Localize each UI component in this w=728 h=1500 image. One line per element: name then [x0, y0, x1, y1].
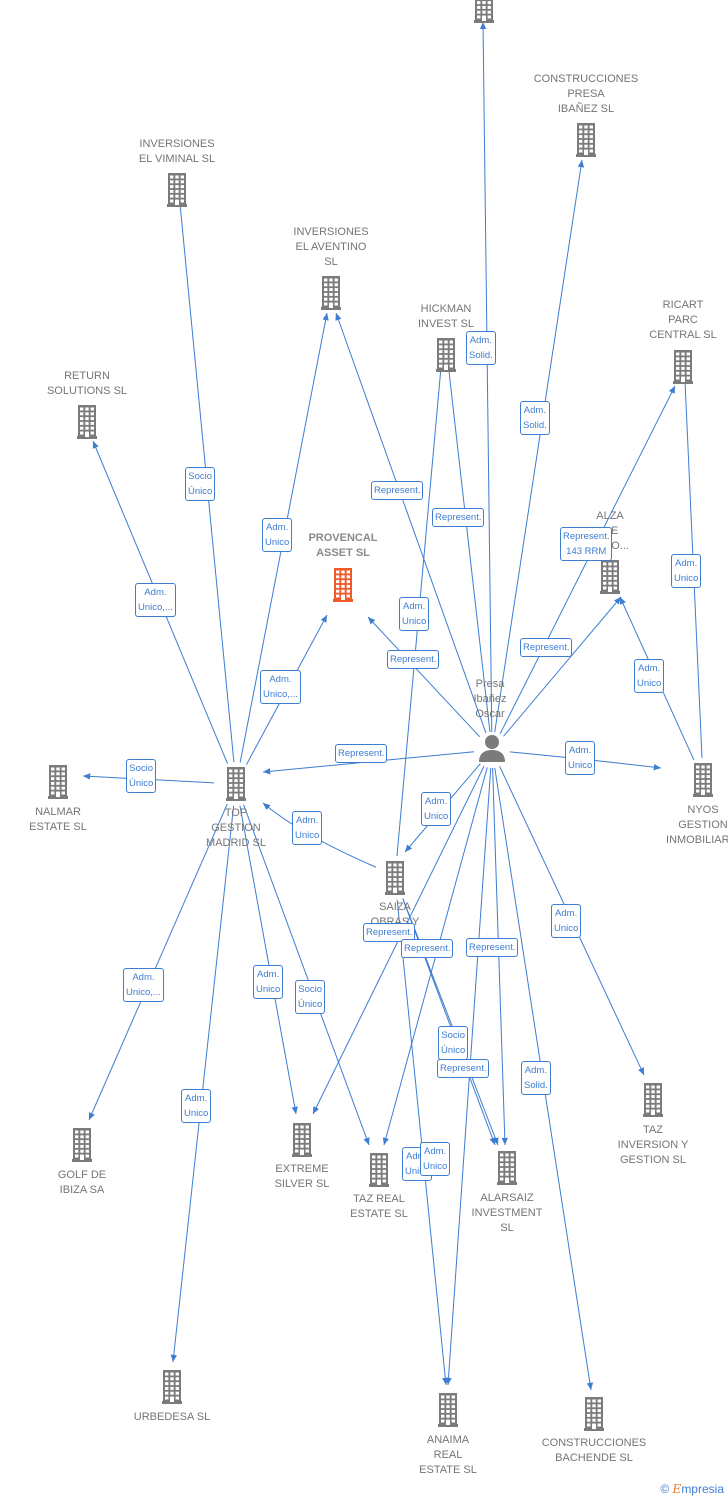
relation-edge-person-inversiones_aventino: [335, 312, 487, 734]
relation-edge-saiza-alarsaiz: [402, 898, 499, 1146]
relation-label: Adm. Unico: [671, 554, 702, 588]
building-icon: [584, 1397, 604, 1431]
building-icon: [385, 861, 405, 895]
relation-label: Represent.: [437, 1059, 490, 1078]
building-icon: [369, 1153, 389, 1187]
relation-label: Adm. Unico: [253, 965, 284, 999]
relation-label: Adm. Solid.: [466, 331, 496, 365]
person-icon: [479, 735, 505, 762]
relation-label: Adm. Unico: [420, 1142, 451, 1176]
company-name: URBEDESA SL: [133, 1411, 211, 1423]
relation-label: Adm. Unico: [634, 659, 665, 693]
relation-label: Represent.: [387, 650, 440, 669]
person-name: Presa Ibañez Oscar: [473, 678, 507, 720]
relation-edge-top_gestion-urbedesa: [170, 805, 235, 1363]
relation-label: Adm. Solid.: [521, 1061, 551, 1095]
relation-edge-person-hickman: [443, 344, 491, 733]
building-icon: [673, 350, 693, 384]
company-name: ANAIMA REAL ESTATE SL: [419, 1434, 477, 1476]
relation-edge-person-alza: [503, 596, 622, 737]
relation-label: Represent.: [371, 481, 424, 500]
relation-label: Adm. Unico: [551, 904, 582, 938]
building-icon: [436, 338, 456, 372]
building-icon: [226, 767, 246, 801]
relation-edge-top_gestion-extreme_silver: [239, 805, 298, 1115]
relation-edge-top_gestion-taz_real: [243, 804, 370, 1146]
relation-label: Represent.: [520, 638, 573, 657]
relation-label: Represent.: [466, 938, 519, 957]
company-name: NYOS GESTION INMOBILIARIA: [666, 804, 728, 846]
building-icon: [474, 0, 494, 23]
company-name: NALMAR ESTATE SL: [29, 806, 87, 833]
relation-label: Adm. Unico: [181, 1089, 212, 1123]
brand-name: mpresia: [681, 1482, 724, 1496]
company-name: HICKMAN INVEST SL: [417, 303, 475, 330]
relation-label: Represent.: [363, 923, 416, 942]
relation-edge-person-construcciones_presa: [494, 159, 585, 733]
company-name: INVERSIONES EL VIMINAL SL: [138, 138, 216, 165]
relation-label: Adm. Unico: [399, 597, 430, 631]
relation-label: Adm. Unico: [565, 741, 596, 775]
building-icon: [321, 276, 341, 310]
relation-label: Socio Único: [126, 759, 157, 793]
building-icon: [77, 405, 97, 439]
company-name: PROVENCAL ASSET SL: [308, 532, 378, 559]
company-name: EXTREME SILVER SL: [274, 1163, 330, 1190]
company-name: GOLF DE IBIZA SA: [57, 1169, 107, 1196]
relation-label: Represent.: [432, 508, 485, 527]
brand-initial: E: [672, 1482, 682, 1496]
company-name: RICART PARC CENTRAL SL: [649, 299, 717, 341]
building-icon: [162, 1370, 182, 1404]
relation-edge-top_gestion-golf_ibiza: [88, 803, 228, 1121]
relation-label: Adm. Unico,...: [260, 670, 301, 704]
building-icon: [576, 123, 596, 157]
relation-label: Socio Único: [295, 980, 326, 1014]
company-name: ALARSAIZ INVESTMENT SL: [471, 1192, 543, 1234]
building-icon: [167, 173, 187, 207]
company-name: INVERSIONES EL AVENTINO SL: [293, 226, 369, 268]
company-name: TOP GESTION MADRID SL: [206, 807, 266, 849]
relation-label: Adm. Unico,...: [135, 583, 176, 617]
building-icon: [600, 560, 620, 594]
relation-edge-person-provencal: [367, 616, 481, 738]
building-icon: [292, 1123, 312, 1157]
relation-label: Adm. Unico,...: [123, 968, 164, 1002]
company-name: TAZ INVERSION Y GESTION SL: [617, 1124, 689, 1166]
relation-label: Adm. Solid.: [520, 401, 550, 435]
relation-label: Represent. 143 RRM: [560, 527, 613, 561]
footer-credit: © Empresia: [660, 1482, 724, 1496]
building-icon: [643, 1083, 663, 1117]
relation-label: Socio Único: [438, 1026, 469, 1060]
company-name: CONSTRUCCIONES PRESA IBAÑEZ SL: [533, 73, 639, 115]
building-icon: [438, 1393, 458, 1427]
relation-label: Represent.: [335, 744, 388, 763]
company-name: TAZ REAL ESTATE SL: [350, 1193, 408, 1220]
relation-label: Represent.: [401, 939, 454, 958]
relation-label: Adm. Unico: [421, 792, 452, 826]
relation-label: Socio Único: [185, 467, 216, 501]
building-icon: [72, 1128, 92, 1162]
building-icon: [497, 1151, 517, 1185]
building-icon: [48, 765, 68, 799]
relation-label: Adm. Unico: [292, 811, 323, 845]
copyright-icon: ©: [660, 1482, 670, 1496]
company-name: RETURN SOLUTIONS SL: [46, 370, 128, 397]
relation-label: Adm. Unico: [262, 518, 293, 552]
company-name: CONSTRUCCIONES BACHENDE SL: [541, 1437, 647, 1464]
building-icon: [693, 763, 713, 797]
relation-edge-person-top_node: [479, 21, 493, 733]
building-icon: [333, 568, 353, 602]
